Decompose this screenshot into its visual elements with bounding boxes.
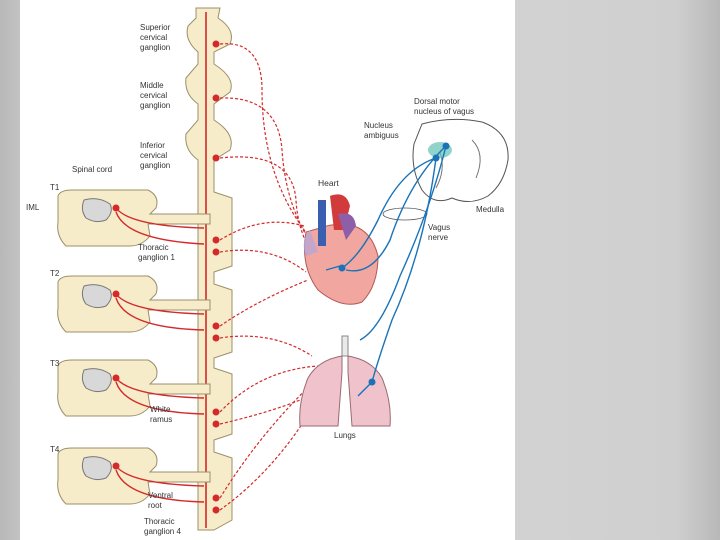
svg-text:cervical: cervical — [140, 33, 167, 42]
svg-text:nerve: nerve — [428, 233, 449, 242]
spinal-segment-t3 — [57, 359, 211, 417]
inferior-cervical-ganglion-label: Inferior cervical ganglion — [140, 141, 170, 170]
svg-text:ganglion 4: ganglion 4 — [144, 527, 181, 536]
svg-text:Thoracic: Thoracic — [138, 243, 169, 252]
svg-text:cervical: cervical — [140, 151, 167, 160]
svg-text:cervical: cervical — [140, 91, 167, 100]
svg-text:Thoracic: Thoracic — [144, 517, 175, 526]
nucleus-ambiguus-label: Nucleus ambiguus — [364, 121, 399, 140]
white-ramus-label: White ramus — [150, 405, 172, 424]
sympathetic-neurons — [112, 40, 220, 514]
svg-text:ganglion: ganglion — [140, 43, 170, 52]
svg-text:ramus: ramus — [150, 415, 172, 424]
svg-text:ambiguus: ambiguus — [364, 131, 399, 140]
preganglionic-fibers — [115, 207, 205, 503]
superior-cervical-ganglion-label: Superior cervical ganglion — [140, 23, 171, 52]
svg-text:Vagus: Vagus — [428, 223, 450, 232]
svg-text:Superior: Superior — [140, 23, 171, 32]
spinal-cord-segments — [57, 189, 211, 505]
lungs-illustration — [299, 335, 391, 427]
spinal-cord-label: Spinal cord — [72, 165, 112, 174]
heart-label: Heart — [318, 178, 339, 188]
heart-illustration — [303, 194, 379, 305]
medulla-label: Medulla — [476, 205, 505, 214]
svg-text:ganglion: ganglion — [140, 101, 170, 110]
lungs-label: Lungs — [334, 431, 356, 440]
svg-text:Dorsal motor: Dorsal motor — [414, 97, 460, 106]
dorsal-motor-nucleus-label: Dorsal motor nucleus of vagus — [414, 97, 474, 116]
t3-label: T3 — [50, 359, 60, 368]
ventral-root-label: Ventral root — [148, 491, 173, 510]
sympathetic-chain — [185, 7, 233, 531]
svg-text:Ventral: Ventral — [148, 491, 173, 500]
svg-text:Middle: Middle — [140, 81, 164, 90]
t1-label: T1 — [50, 183, 60, 192]
postganglionic-fibers — [219, 43, 321, 511]
t4-label: T4 — [50, 445, 60, 454]
t2-label: T2 — [50, 269, 60, 278]
spinal-segment-t1 — [57, 189, 211, 247]
spinal-segment-t2 — [57, 275, 211, 333]
middle-cervical-ganglion-label: Middle cervical ganglion — [140, 81, 170, 110]
iml-label: IML — [26, 203, 40, 212]
svg-text:White: White — [150, 405, 171, 414]
svg-text:ganglion: ganglion — [140, 161, 170, 170]
svg-text:Inferior: Inferior — [140, 141, 165, 150]
vagus-nerve-label: Vagus nerve — [428, 223, 450, 242]
spinal-segment-t4 — [57, 447, 211, 505]
svg-text:root: root — [148, 501, 163, 510]
svg-text:nucleus of vagus: nucleus of vagus — [414, 107, 474, 116]
svg-text:Nucleus: Nucleus — [364, 121, 393, 130]
thoracic-ganglion-1-label: Thoracic ganglion 1 — [138, 243, 175, 262]
svg-text:ganglion 1: ganglion 1 — [138, 253, 175, 262]
thoracic-ganglion-4-label: Thoracic ganglion 4 — [144, 517, 181, 536]
